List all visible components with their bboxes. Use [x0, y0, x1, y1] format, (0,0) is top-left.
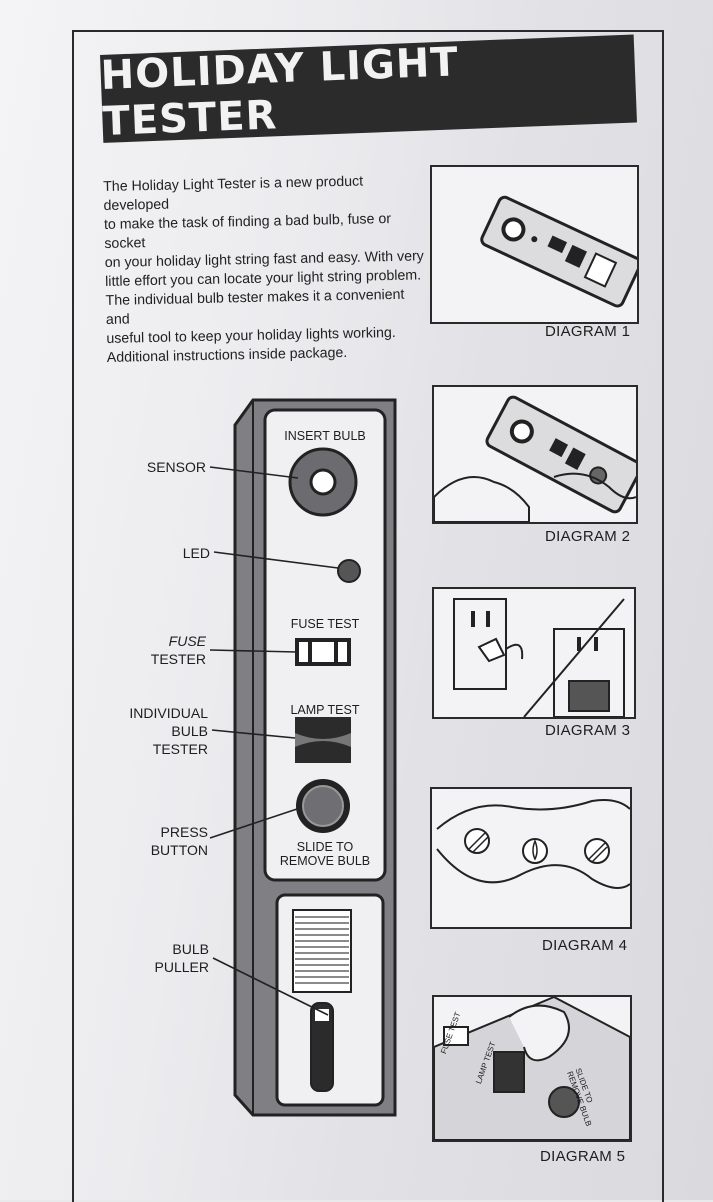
puller-callout-line1: BULB — [172, 941, 209, 957]
bulb-callout-line1: INDIVIDUAL — [129, 705, 208, 721]
diagram-4-image — [430, 787, 632, 929]
slide-line-2: REMOVE BULB — [279, 854, 371, 868]
press-button-callout: PRESS BUTTON — [110, 823, 208, 859]
bulb-callout-line2: BULB — [171, 723, 208, 739]
slide-remove-label: SLIDE TO REMOVE BULB — [265, 840, 385, 868]
fuse-callout-line1: FUSE — [168, 633, 206, 649]
slide-line-1: SLIDE TO — [296, 840, 354, 854]
tester-device: INSERT BULB FUSE TEST LAMP TEST SLIDE TO… — [225, 395, 405, 1130]
bulb-tester-callout: INDIVIDUAL BULB TESTER — [100, 704, 208, 758]
insert-bulb-label: INSERT BULB — [284, 429, 366, 443]
diagram-3-label: DIAGRAM 3 — [545, 722, 631, 739]
fuse-tester-callout: FUSE TESTER — [110, 632, 206, 668]
fuse-test-label: FUSE TEST — [290, 617, 360, 631]
press-callout-line1: PRESS — [160, 824, 208, 840]
bulb-puller-callout: BULB PULLER — [110, 940, 209, 976]
diagram-4-label: DIAGRAM 4 — [542, 937, 628, 954]
diagram-5-image: FUSE TEST LAMP TEST SLIDE TO REMOVE BULB — [432, 995, 632, 1142]
sensor-callout: SENSOR — [146, 459, 206, 475]
puller-callout-line2: PULLER — [154, 959, 209, 975]
diagram-5-label: DIAGRAM 5 — [540, 1148, 626, 1165]
fuse-callout-line2: TESTER — [150, 651, 206, 667]
led-callout: LED — [182, 545, 210, 561]
diagram-1-label: DIAGRAM 1 — [545, 323, 631, 340]
bulb-callout-line3: TESTER — [152, 741, 208, 757]
page-border — [72, 30, 664, 1202]
diagram-2-image — [432, 385, 638, 524]
diagram-2-label: DIAGRAM 2 — [545, 528, 631, 545]
title-banner: HOLIDAY LIGHT TESTER — [100, 34, 637, 145]
intro-paragraph: The Holiday Light Tester is a new produc… — [103, 171, 432, 368]
lamp-test-label: LAMP TEST — [290, 703, 360, 717]
diagram-3-image — [432, 587, 636, 719]
diagram-1-image — [430, 165, 639, 324]
press-callout-line2: BUTTON — [150, 842, 208, 858]
